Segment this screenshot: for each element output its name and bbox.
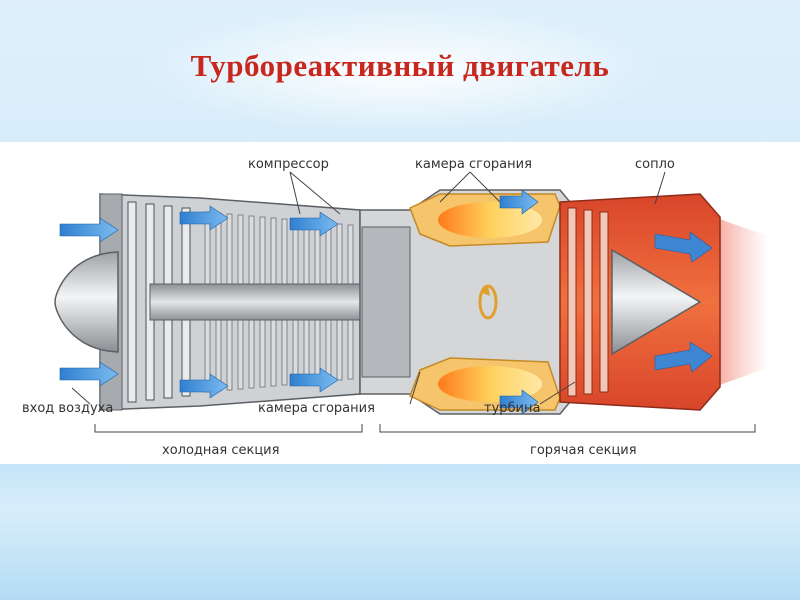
arrow-icon: [289, 211, 339, 237]
arrow-icon: [654, 231, 713, 263]
arrow-icon: [499, 189, 539, 215]
label-air-intake: вход воздуха: [22, 401, 113, 416]
label-combustion-bottom: камера сгорания: [258, 401, 375, 416]
flame-top: [438, 202, 542, 238]
label-combustion-top: камера сгорания: [415, 157, 532, 172]
arrow-icon: [59, 361, 119, 387]
section-brackets: [94, 424, 756, 433]
arrow-icon: [179, 373, 229, 399]
intake-spinner: [54, 251, 119, 353]
diagram-panel: компрессор камера сгорания сопло вход во…: [0, 142, 800, 464]
label-nozzle: сопло: [635, 157, 675, 172]
diffuser: [361, 226, 411, 378]
leader-lines: [71, 171, 666, 405]
arrow-icon: [289, 367, 339, 393]
rotation-arrow-icon: [478, 284, 498, 320]
flame-bottom: [438, 366, 542, 402]
arrow-icon: [179, 205, 229, 231]
jet-engine-diagram: компрессор камера сгорания сопло вход во…: [22, 157, 770, 458]
arrow-icon: [59, 217, 119, 243]
label-cold-section: холодная секция: [162, 443, 279, 458]
exhaust-arrows: [654, 231, 713, 373]
airflow-arrows: [59, 189, 539, 415]
label-turbine: турбина: [484, 401, 540, 416]
label-compressor: компрессор: [248, 157, 329, 172]
page-title: Турбореактивный двигатель: [190, 48, 610, 83]
exhaust-cone: [611, 248, 702, 356]
label-hot-section: горячая секция: [530, 443, 637, 458]
arrow-icon: [499, 389, 539, 415]
turbine-blades: [567, 207, 609, 397]
arrow-icon: [654, 341, 713, 373]
